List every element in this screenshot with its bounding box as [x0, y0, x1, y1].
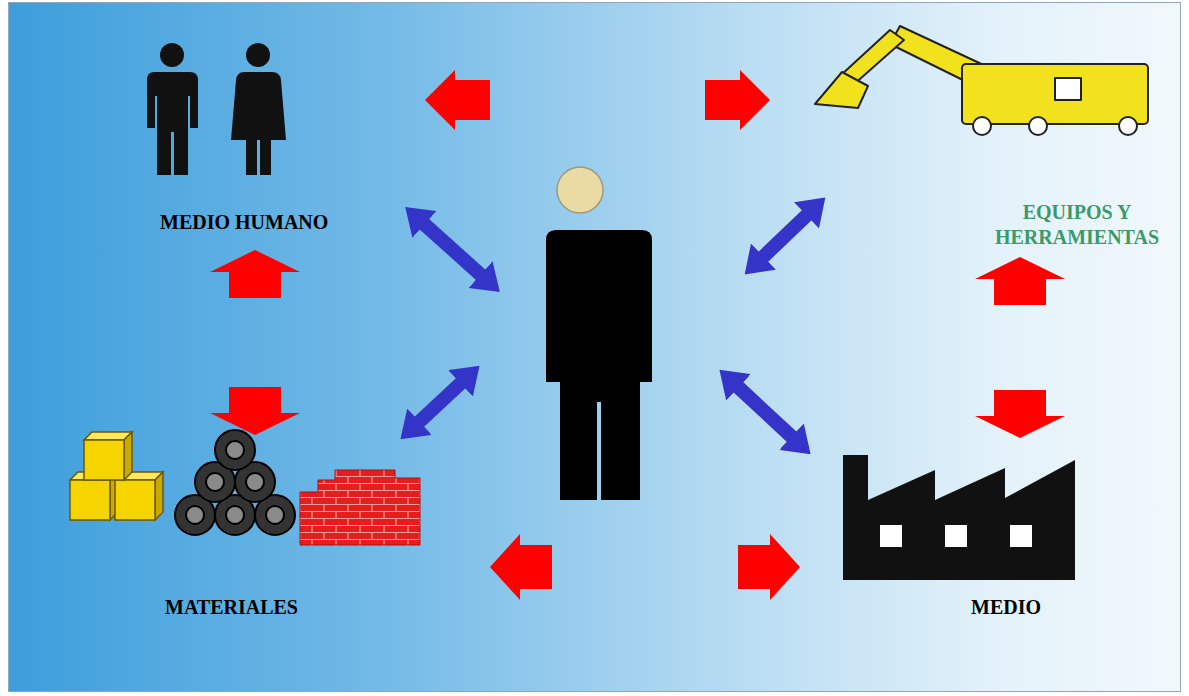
blue-double-arrows — [418, 214, 808, 438]
group-label-box: MEDIO HUMANO — [140, 30, 420, 245]
red-block-arrow — [705, 70, 770, 130]
excavator-window — [1055, 78, 1081, 100]
red-block-arrow — [490, 534, 552, 600]
factory-building — [843, 455, 1075, 580]
red-block-arrow — [738, 534, 800, 600]
excavator-wheel — [1119, 117, 1137, 135]
person-head — [557, 167, 603, 213]
red-block-arrow — [425, 70, 490, 130]
double-arrow — [737, 386, 793, 438]
woman-head — [246, 43, 270, 67]
pipe — [215, 430, 255, 470]
pipe-bore — [226, 441, 244, 459]
double-arrow — [418, 382, 462, 423]
box-front — [84, 440, 124, 480]
pipe-bore — [226, 506, 244, 524]
group-label: MEDIO — [971, 595, 1080, 620]
woman-body — [231, 72, 286, 175]
man-body — [147, 72, 198, 175]
factory-icon — [843, 455, 1075, 580]
excavator-wheel — [973, 117, 991, 135]
central-person — [546, 167, 652, 500]
red-block-arrow — [210, 387, 300, 435]
group-label: EQUIPOS Y HERRAMIENTAS — [991, 200, 1163, 250]
factory-window — [880, 525, 902, 547]
man-head — [160, 43, 184, 67]
pipe-bore — [186, 506, 204, 524]
person-body — [546, 230, 652, 500]
group-label: MATERIALES — [165, 595, 465, 620]
double-arrow — [762, 214, 808, 258]
boxes-icon — [70, 432, 163, 520]
pipe-bore — [246, 473, 264, 491]
box-front — [115, 480, 155, 520]
red-block-arrow — [975, 257, 1065, 305]
box-side — [124, 432, 132, 480]
double-arrow — [423, 223, 482, 276]
red-arrow-pair — [425, 70, 770, 130]
group-label-box: MEDIO — [805, 440, 1080, 625]
pipe-bore — [206, 473, 224, 491]
pipe-bore — [266, 506, 284, 524]
red-block-arrow — [210, 250, 300, 298]
red-arrow-pair — [975, 257, 1065, 438]
group-label-box: EQUIPOS Y HERRAMIENTAS — [775, 20, 1165, 255]
people-icon — [147, 43, 286, 175]
box-front — [70, 480, 110, 520]
box-side — [155, 472, 163, 520]
red-arrow-pair — [490, 534, 800, 600]
excavator-body — [962, 64, 1148, 124]
red-block-arrow — [975, 390, 1065, 438]
group-label-box: MATERIALES — [60, 440, 485, 625]
group-label: MEDIO HUMANO — [160, 210, 410, 235]
pipes-icon — [175, 430, 295, 535]
excavator-icon — [815, 26, 1148, 135]
red-arrow-pair — [210, 250, 300, 435]
brick-wall-icon — [300, 470, 420, 545]
factory-window — [1010, 525, 1032, 547]
excavator-bucket — [815, 72, 868, 108]
excavator-wheel — [1029, 117, 1047, 135]
factory-window — [945, 525, 967, 547]
